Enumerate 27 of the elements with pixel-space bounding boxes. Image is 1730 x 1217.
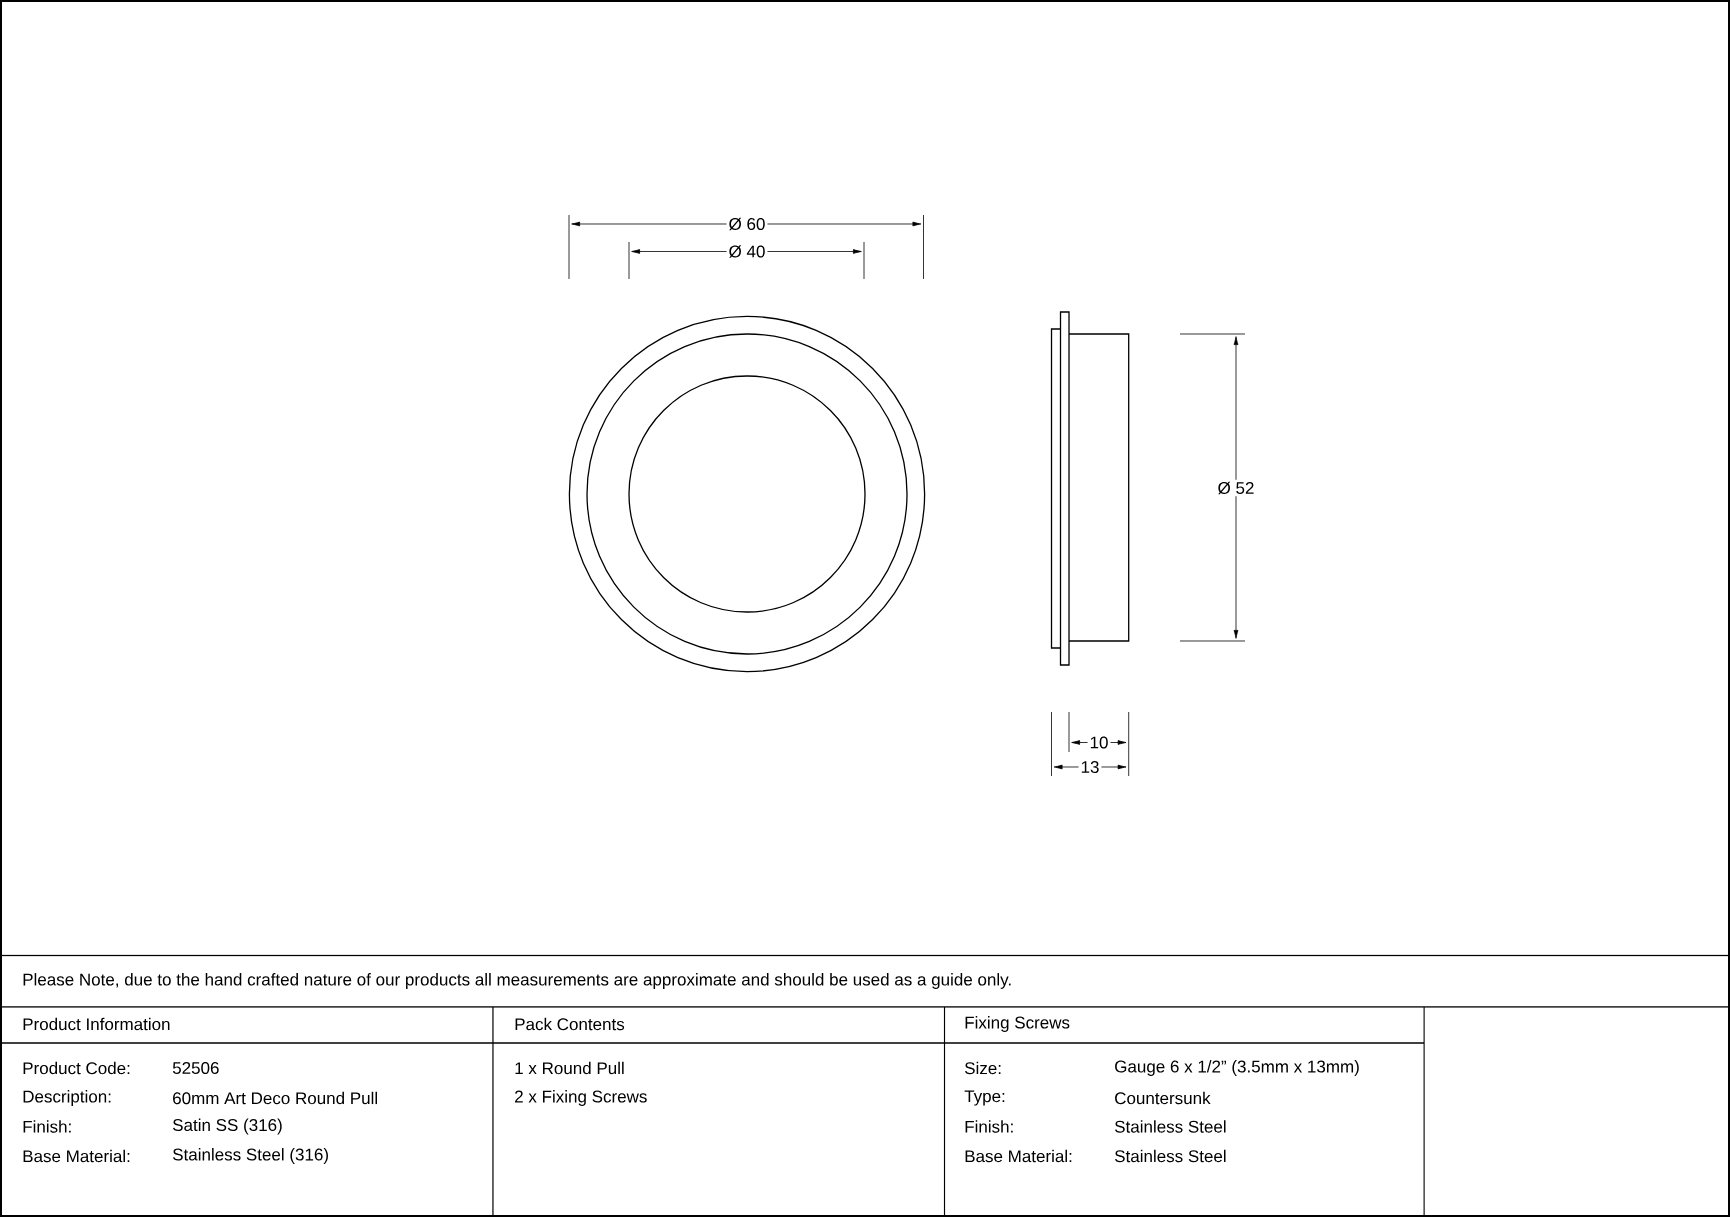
table-cell: Finish: <box>965 1120 1013 1133</box>
dimension-label: Ø 52 <box>1215 479 1257 497</box>
table-header: Pack Contents <box>515 1017 625 1031</box>
table-cell: 52506 <box>172 1062 219 1074</box>
table-cell: Description: <box>23 1090 111 1106</box>
table-cell: 2 x Fixing Screws <box>515 1090 647 1106</box>
table-cell: Size: <box>965 1061 1001 1075</box>
table-cell: Stainless Steel (316) <box>173 1148 328 1164</box>
note-text: Please Note, due to the hand crafted nature of our products all measurements are approximate and should be used as a guide only. <box>23 973 1011 989</box>
dimension-label: 10 <box>1087 734 1111 751</box>
table-cell: Base Material: <box>965 1149 1072 1163</box>
table-cell: Gauge 6 x 1/2” (3.5mm x 13mm) <box>1115 1060 1359 1076</box>
dimension-label: Ø 40 <box>726 243 768 260</box>
table-cell: Product Code: <box>23 1061 130 1075</box>
table-cell: Finish: <box>23 1120 71 1133</box>
table-cell: Stainless Steel <box>1115 1120 1226 1133</box>
table-cell: Satin SS (316) <box>173 1118 282 1135</box>
dimension-label: 13 <box>1078 759 1102 775</box>
table-cell: Countersunk <box>1115 1091 1211 1105</box>
table-header: Product Information <box>23 1017 170 1031</box>
table-cell: Base Material: <box>23 1149 130 1163</box>
table-cell: 1 x Round Pull <box>515 1061 624 1075</box>
table-cell: 60mm Art Deco Round Pull <box>173 1091 377 1105</box>
dimension-label: Ø 60 <box>726 215 768 233</box>
table-cell: Type: <box>964 1090 1005 1106</box>
table-cell: Stainless Steel <box>1115 1149 1226 1163</box>
table-header: Fixing Screws <box>965 1016 1070 1032</box>
